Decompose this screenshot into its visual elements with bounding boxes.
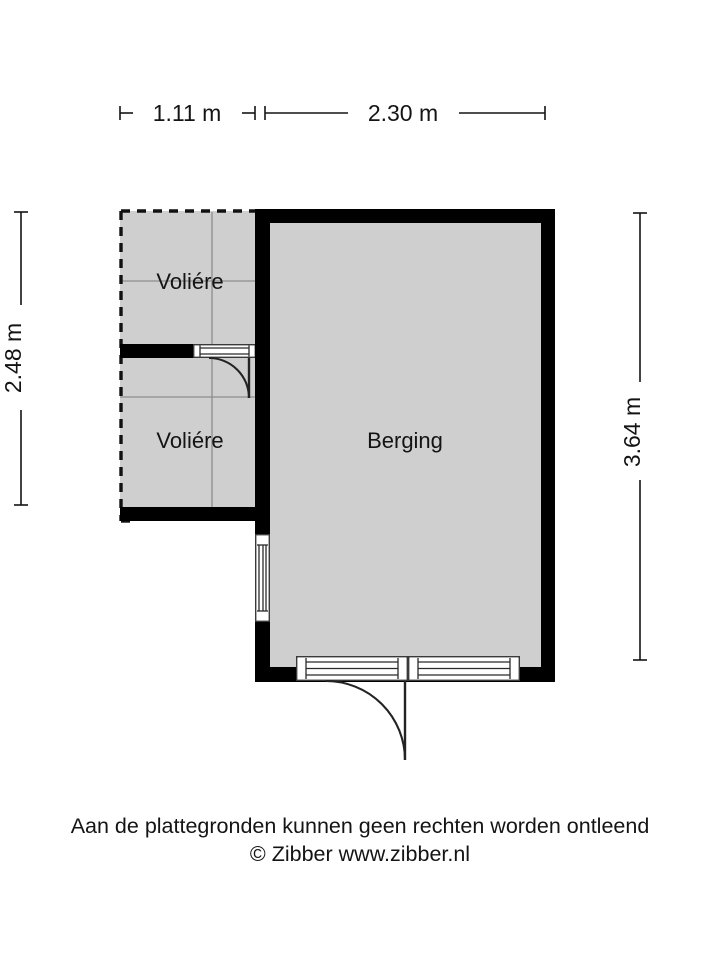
room-label-voliere-lower: Voliére xyxy=(156,428,223,453)
berging-south-opening[interactable] xyxy=(296,656,521,761)
south-door-arc xyxy=(325,679,407,761)
dimension-left-label: 2.48 m xyxy=(0,323,26,393)
voliere-divider xyxy=(120,344,256,399)
voliere-bottom-wall xyxy=(120,507,257,521)
voliere-floor xyxy=(120,211,257,521)
dimension-top-right: 2.30 m xyxy=(264,100,546,126)
dimension-top-left: 1.11 m xyxy=(119,100,256,126)
dimension-top-right-label: 2.30 m xyxy=(368,100,438,126)
footer-copyright: © Zibber www.zibber.nl xyxy=(250,842,470,866)
voliere-door-opening xyxy=(193,344,256,358)
room-label-voliere-upper: Voliére xyxy=(156,269,223,294)
berging-west-window[interactable] xyxy=(254,534,270,623)
dimension-right-label: 3.64 m xyxy=(619,397,645,467)
voliere-divider-wall xyxy=(120,344,193,358)
dimension-right: 3.64 m xyxy=(619,212,647,661)
south-right-panel-frame xyxy=(408,656,521,682)
voliere-area xyxy=(119,209,257,523)
room-label-berging: Berging xyxy=(367,428,443,453)
dimension-left: 2.48 m xyxy=(0,211,28,506)
footer-disclaimer: Aan de plattegronden kunnen geen rechten… xyxy=(71,814,650,838)
berging-floor xyxy=(270,223,541,667)
dimension-top-left-label: 1.11 m xyxy=(153,100,222,126)
berging-room xyxy=(255,209,555,682)
south-left-panel-frame xyxy=(296,656,409,682)
west-window-frame xyxy=(254,534,270,623)
